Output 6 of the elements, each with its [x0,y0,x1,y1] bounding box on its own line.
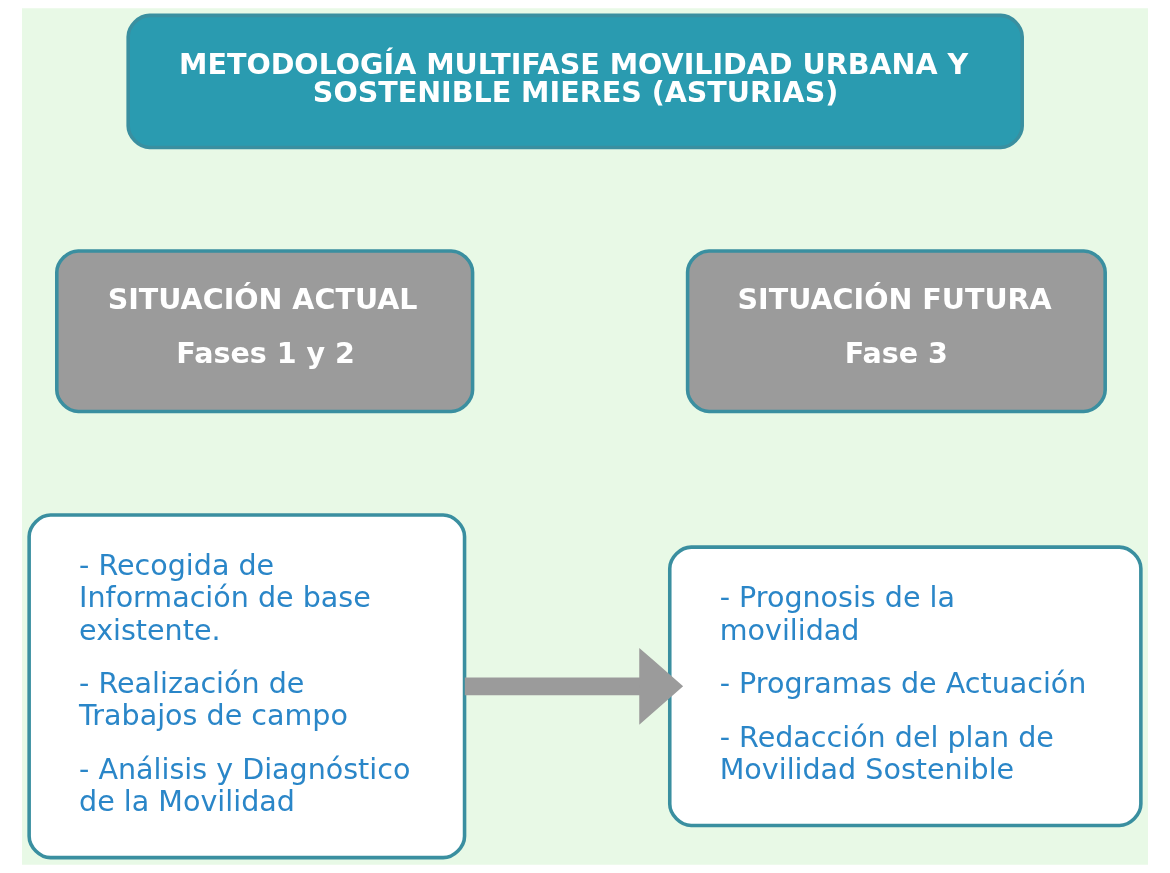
node-box: - Prognosis de la movilidad - Programas de Actuación - Redacción del plan de Movilidad Sostenible [667,545,1143,828]
node-box: SITUACIÓN FUTURA Fase 3 [685,249,1107,414]
node-box: SITUACIÓN ACTUAL Fases 1 y 2 [55,249,475,414]
arrow [464,647,684,725]
node-box: - Recogida de Información de base existente. - Realización de Trabajos de campo - Análisis y Diagnóstico de la Movilidad [27,513,467,860]
node-box: METODOLOGÍA MULTIFASE MOVILIDAD URBANA Y SOSTENIBLE MIERES (ASTURIAS) [126,13,1024,150]
